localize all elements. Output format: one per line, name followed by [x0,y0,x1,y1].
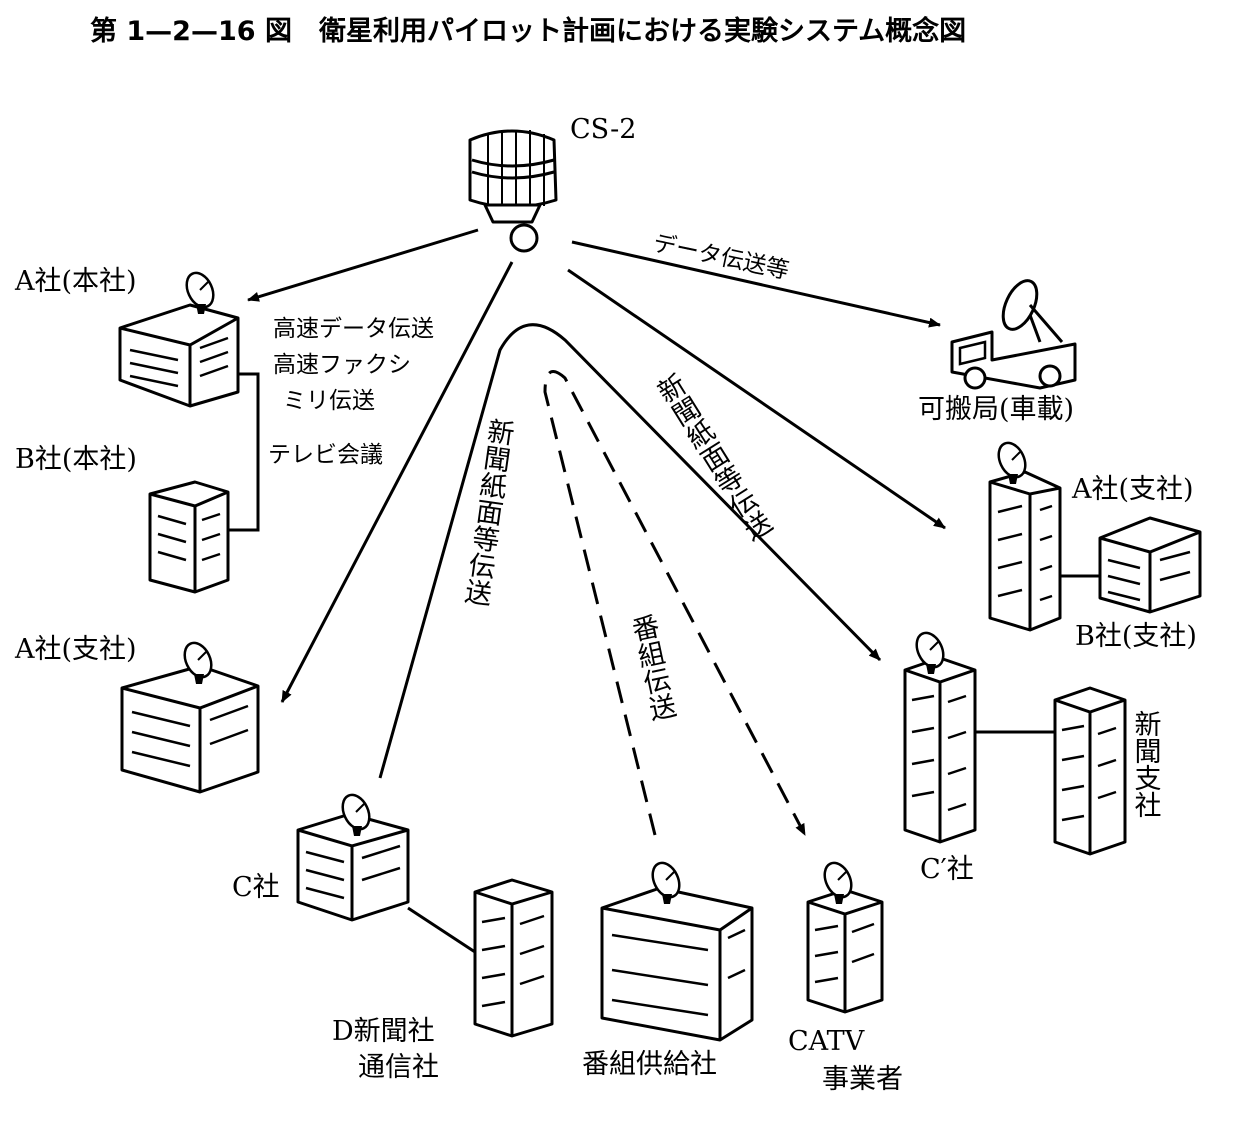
node-label-b-shisha-right: B社(支社) [1075,621,1197,652]
node-label-catv-line2: 事業者 [822,1064,903,1095]
hq-service-line-1: 高速データ伝送 [273,316,434,342]
node-label-a-honsha: A社(本社) [14,266,137,297]
c-sha-connector-line [407,906,476,954]
node-label-b-honsha: B社(本社) [15,444,137,475]
node-label-shinbun-shisha: 新聞支社 [1130,710,1162,818]
newspaper-transfer-label-left: 新聞紙面等伝送 [458,416,516,608]
node-label-bangumi-kyokyu: 番組供給社 [582,1049,717,1080]
satellite-label: CS-2 [570,114,636,145]
building-a-shisha-left [120,637,260,794]
link-arrow-a-shisha-right [567,268,946,530]
link-arrow-mobile [571,240,941,328]
cs2-satellite-icon [468,129,558,253]
node-label-catv-line1: CATV [788,1026,865,1057]
link-arrow-a-honsha [247,228,479,302]
node-label-d-shinbun-line1: D新聞社 [332,1016,435,1047]
node-label-c-prime: C′社 [920,854,974,885]
node-label-d-shinbun-line2: 通信社 [358,1052,439,1083]
hq-service-line-4: テレビ会議 [268,442,383,468]
building-bangumi-kyokyu [600,857,754,1042]
newspaper-transfer-curve [378,323,882,779]
hq-connector-line [228,372,260,532]
building-b-shisha-right [1098,516,1202,614]
hq-services-label: 高速データ伝送 高速ファクシ ミリ伝送 テレビ会議 [268,316,434,468]
building-shinbun-shisha [1053,686,1127,856]
building-a-honsha [118,267,240,408]
building-c-prime [903,627,977,844]
building-a-shisha-right [988,437,1062,632]
program-transfer-label: 番組伝送 [625,612,678,724]
satellite-dish-icon [1001,279,1039,331]
node-label-a-shisha-left: A社(支社) [14,634,137,665]
node-label-c-sha: C社 [232,872,280,903]
link-arrow-a-shisha-left [280,261,514,703]
building-d-shinbun [473,878,554,1038]
mobile-station-truck [950,279,1077,390]
node-label-a-shisha-right: A社(支社) [1071,474,1194,505]
building-b-honsha [148,480,230,594]
program-transfer-dashed-curve [543,370,807,836]
hq-service-line-3: ミリ伝送 [283,388,375,414]
building-catv [806,857,884,1014]
diagram-title: 第 1—2—16 図 衛星利用パイロット計画における実験システム概念図 [90,15,966,47]
node-label-mobile-station: 可搬局(車載) [918,394,1074,425]
newspaper-transfer-label-right: 新聞紙面等伝送 [649,369,776,546]
hq-service-line-2: 高速ファクシ [273,352,411,378]
building-c-sha [296,789,410,922]
